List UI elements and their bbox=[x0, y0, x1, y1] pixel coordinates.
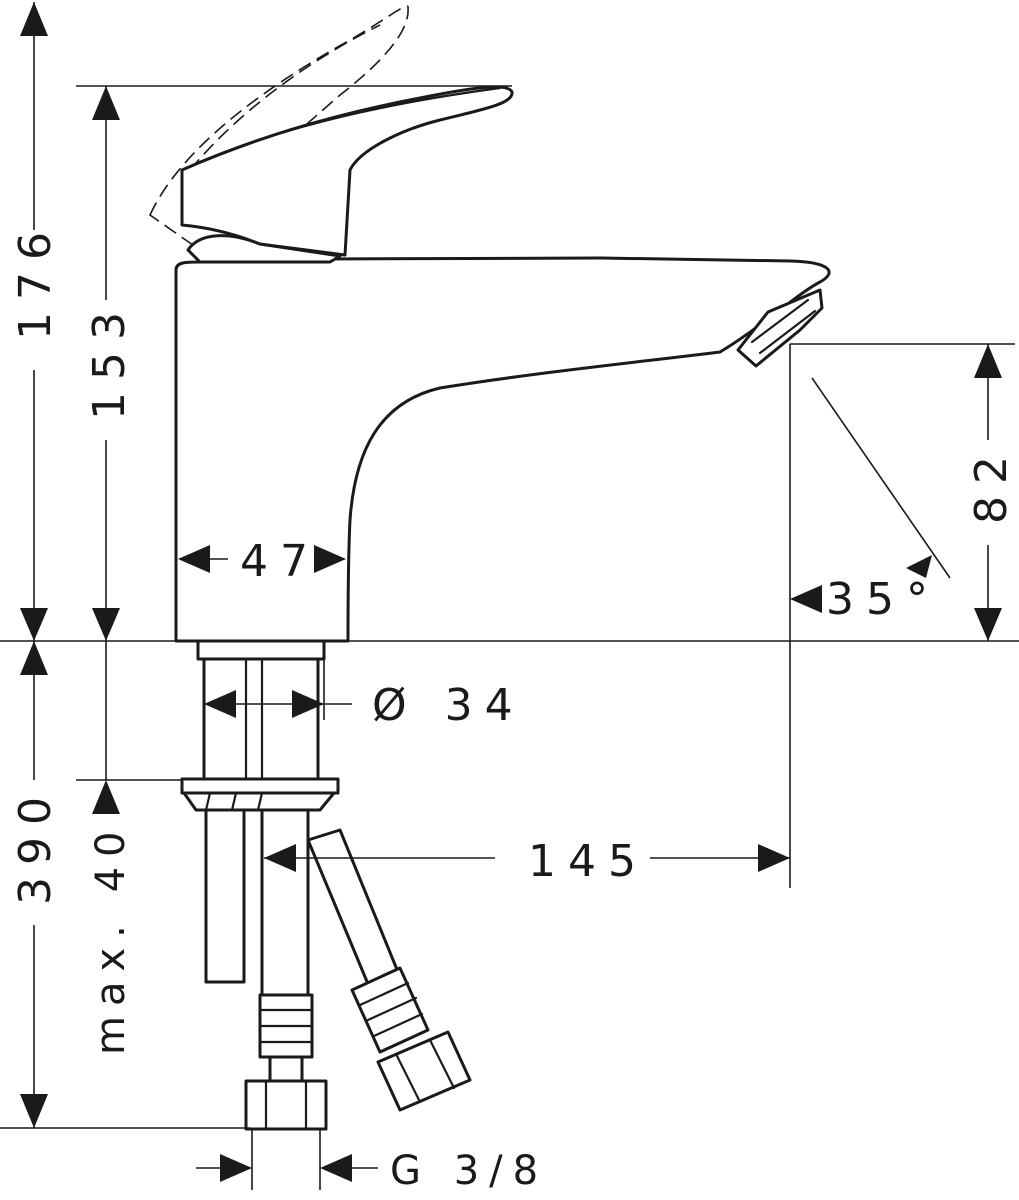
dim-total-height-label: 176 bbox=[10, 220, 61, 340]
dim-spout-angle: 35° bbox=[789, 344, 951, 888]
dim-body-width: 47 bbox=[178, 536, 346, 587]
dim-spout-clearance: 82 bbox=[790, 343, 1017, 641]
dim-handle-height-label: 153 bbox=[84, 300, 135, 420]
dim-shank-diameter-label: Ø 34 bbox=[372, 680, 525, 731]
dim-spout-angle-label: 35° bbox=[826, 574, 940, 625]
mounting-nut bbox=[180, 777, 340, 812]
dim-spout-clearance-label: 82 bbox=[966, 444, 1017, 524]
raised-handle-ghost bbox=[148, 5, 409, 251]
dim-below-deck-label: 390 bbox=[10, 785, 61, 905]
dim-body-width-label: 47 bbox=[240, 536, 320, 587]
dim-max-deck-thickness: max. 40 bbox=[76, 641, 182, 1055]
dim-below-deck: 390 bbox=[0, 641, 250, 1129]
aerator bbox=[736, 288, 824, 368]
dim-shank-diameter: Ø 34 bbox=[203, 660, 525, 731]
faucet-body bbox=[174, 234, 831, 643]
dim-connection-thread-label: G 3/8 bbox=[390, 1148, 548, 1194]
dim-connection-thread: G 3/8 bbox=[196, 1130, 548, 1194]
dim-total-height: 176 bbox=[10, 2, 61, 641]
dim-handle-height: 153 bbox=[76, 85, 512, 641]
dim-spout-reach-label: 145 bbox=[528, 836, 648, 887]
dim-max-deck-thickness-label: max. 40 bbox=[88, 822, 134, 1055]
hose-fitting-straight bbox=[244, 993, 328, 1131]
lever-handle bbox=[180, 85, 514, 257]
shank-and-supply bbox=[180, 639, 472, 1131]
dim-spout-reach: 145 bbox=[264, 836, 790, 887]
hose-angled bbox=[306, 828, 472, 1112]
